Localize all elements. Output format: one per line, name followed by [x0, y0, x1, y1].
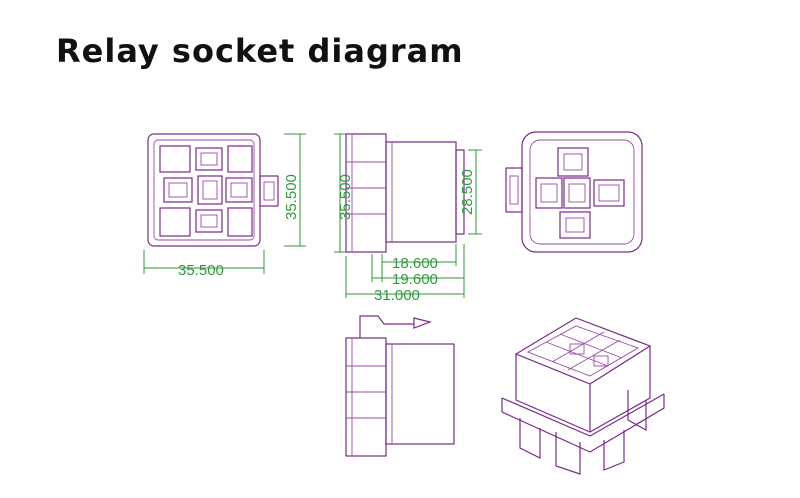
side-view-lead [345, 315, 455, 457]
isometric-view [501, 317, 665, 475]
dim-back-height: 28.500 [459, 169, 476, 215]
back-view [505, 131, 643, 253]
page-title: Relay socket diagram [56, 32, 464, 70]
dim-side-depth-inner: 18.600 [392, 255, 438, 272]
dim-side-height: 35.500 [337, 174, 354, 220]
dim-front-height: 35.500 [283, 174, 300, 220]
dim-side-depth-mid: 19.600 [392, 271, 438, 288]
dim-side-depth-total: 31.000 [374, 287, 420, 304]
side-view [334, 133, 482, 298]
dim-front-width: 35.500 [178, 262, 224, 279]
front-view [143, 133, 306, 274]
